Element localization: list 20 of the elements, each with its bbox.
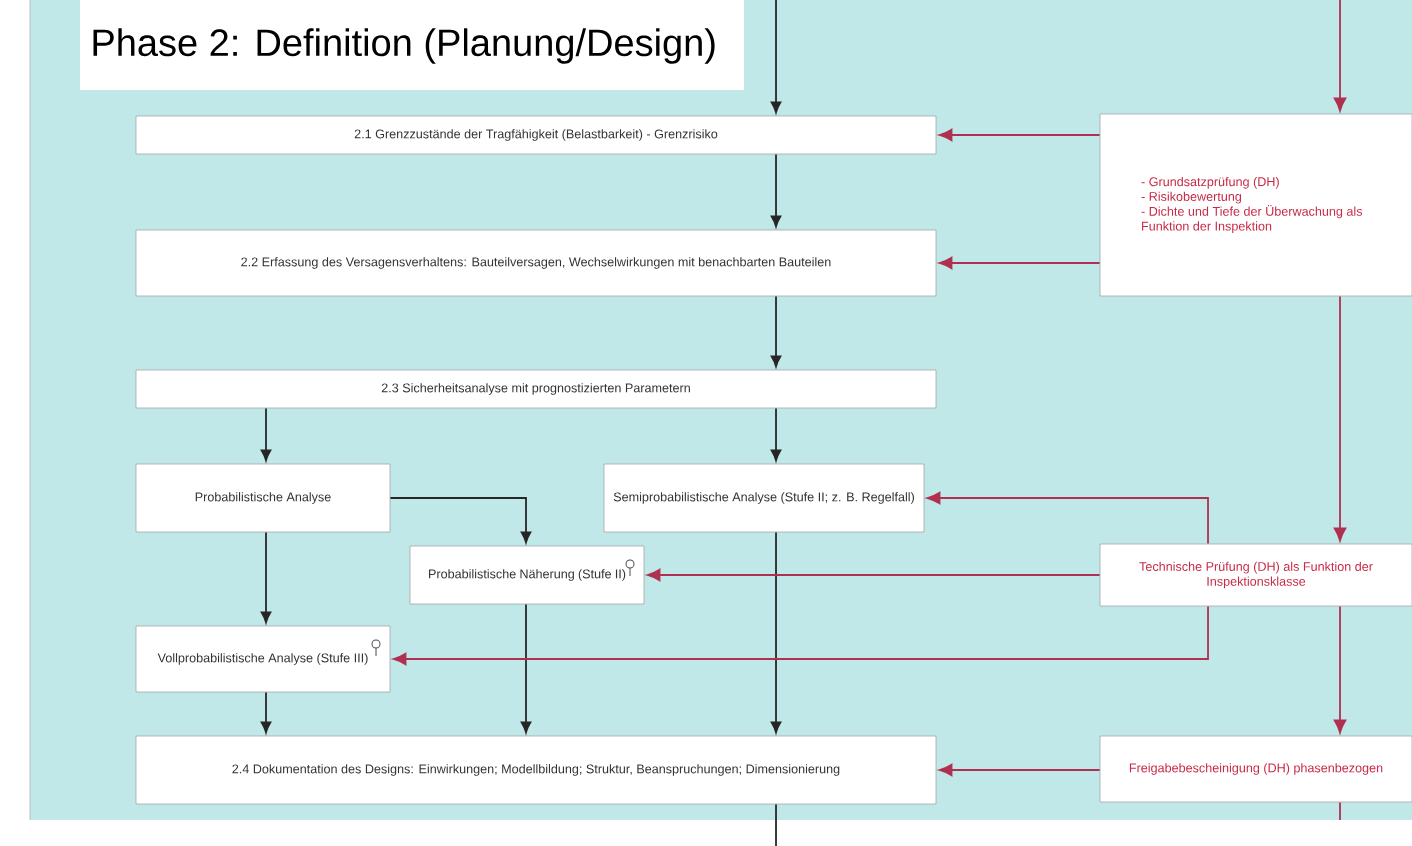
- arrow: [938, 256, 1101, 270]
- arrow: [926, 491, 1209, 545]
- arrow: [938, 763, 1101, 777]
- arrow: [260, 531, 272, 624]
- arrow: [1333, 605, 1347, 734]
- arrow: [389, 497, 532, 544]
- arrow: [770, 407, 782, 462]
- arrow: [1333, 0, 1347, 112]
- arrow: [770, 531, 782, 734]
- arrow: [770, 153, 782, 228]
- arrow: [770, 0, 782, 114]
- arrow: [520, 603, 532, 734]
- title: Phase 2: Definition (Planung/Design): [93, 28, 715, 64]
- arrow: [1333, 295, 1347, 542]
- arrow: [260, 691, 272, 734]
- arrow: [770, 295, 782, 368]
- arrow: [260, 407, 272, 462]
- arrow: [392, 605, 1209, 666]
- arrow: [938, 128, 1101, 142]
- arrow: [646, 568, 1101, 582]
